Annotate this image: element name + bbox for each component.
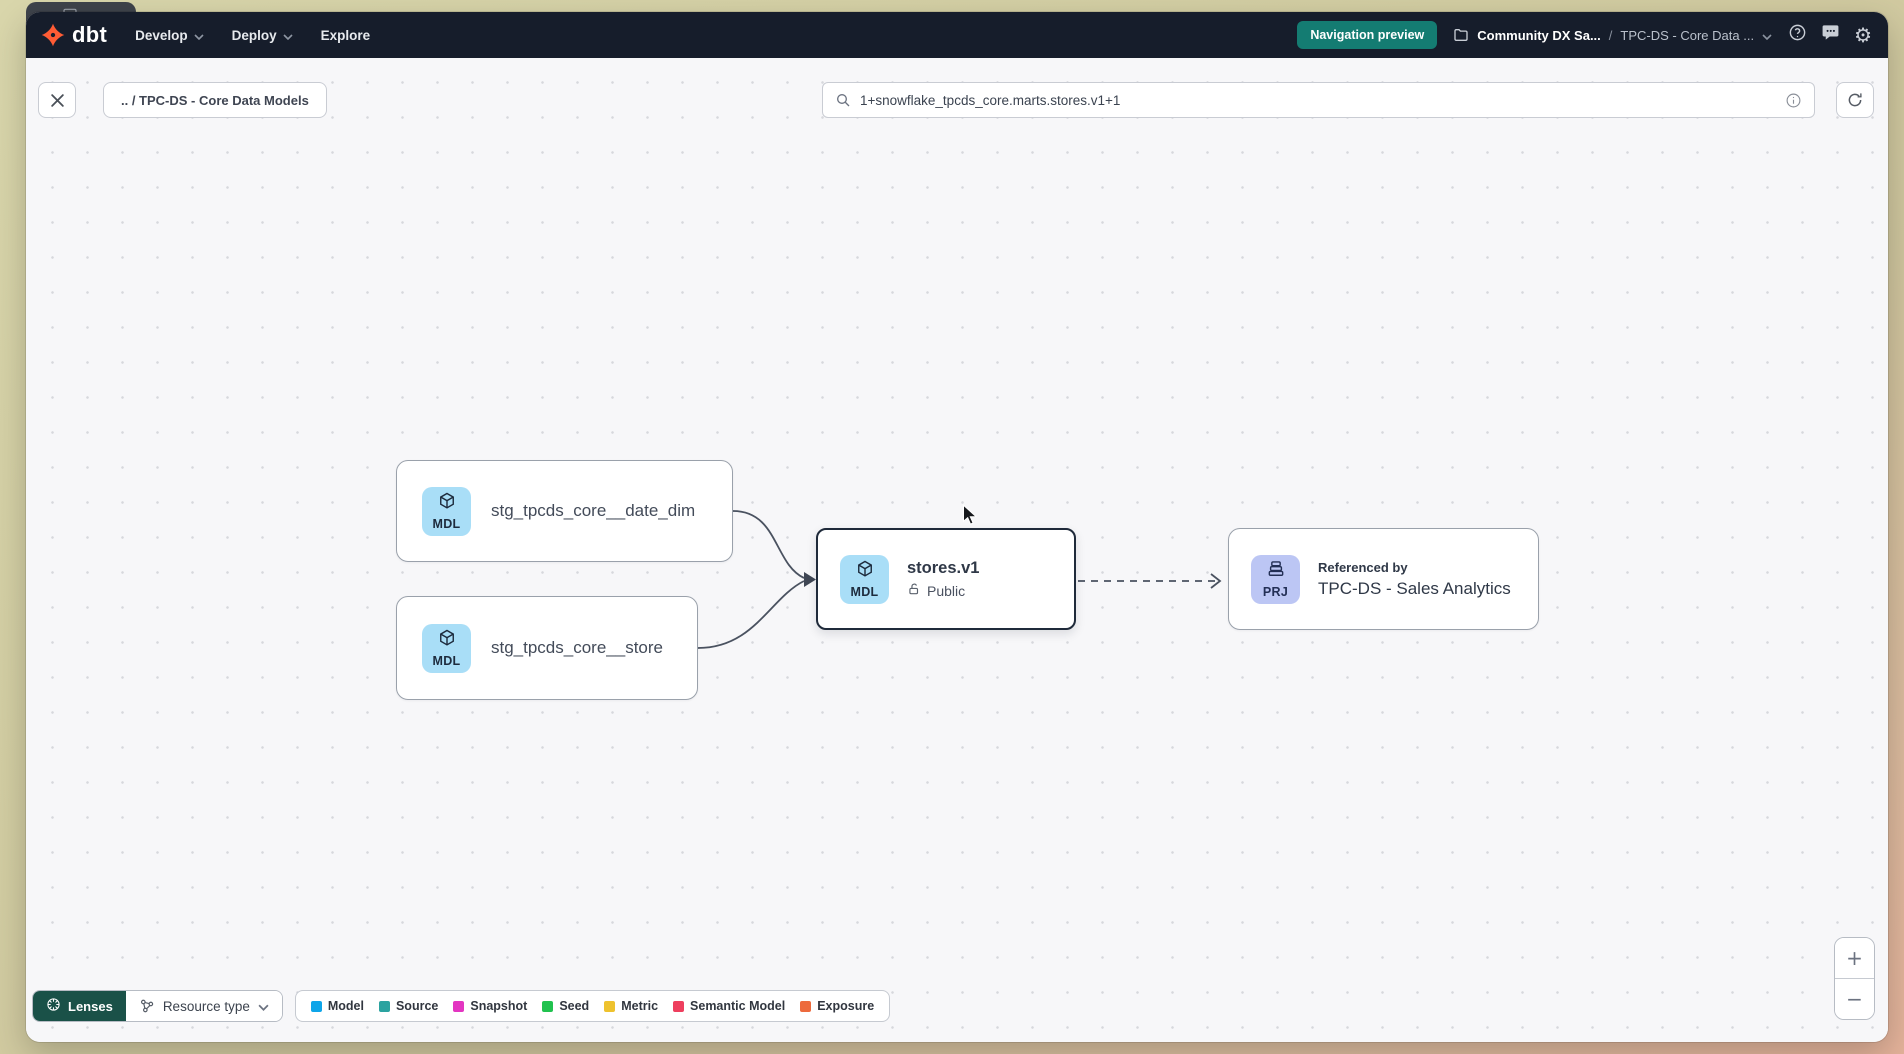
- feedback-icon[interactable]: [1821, 23, 1840, 47]
- dbt-wordmark: dbt: [72, 22, 108, 47]
- chevron-down-icon: [283, 28, 293, 43]
- refresh-icon: [1846, 91, 1864, 109]
- aperture-icon: [46, 997, 61, 1015]
- model-badge-label: MDL: [432, 517, 461, 531]
- legend-swatch: [542, 1000, 554, 1012]
- zoom-in-button[interactable]: +: [1835, 938, 1874, 978]
- referenced-by-label: Referenced by: [1318, 559, 1408, 575]
- node-stg-tpcds-core-date-dim[interactable]: MDL stg_tpcds_core__date_dim: [396, 460, 733, 562]
- nav-item-explore-label: Explore: [320, 27, 371, 43]
- top-navbar: dbt Develop Deploy Explore Navigation pr…: [26, 12, 1888, 58]
- legend-swatch: [604, 1000, 616, 1012]
- divider: [1835, 978, 1874, 979]
- dbt-logo-icon: [40, 22, 66, 48]
- node-label: stg_tpcds_core__date_dim: [491, 501, 696, 520]
- model-badge: MDL: [422, 623, 471, 673]
- nav-item-deploy[interactable]: Deploy: [232, 28, 293, 43]
- nav-item-develop[interactable]: Develop: [135, 28, 204, 43]
- refresh-lineage-button[interactable]: [1836, 82, 1874, 118]
- chevron-down-icon[interactable]: [1762, 28, 1772, 43]
- lenses-button[interactable]: Lenses: [33, 991, 126, 1021]
- nav-item-explore[interactable]: Explore: [321, 28, 371, 43]
- breadcrumb-separator: /: [1608, 27, 1613, 43]
- chevron-down-icon: [258, 999, 269, 1014]
- close-lineage-button[interactable]: [38, 82, 76, 118]
- node-title: stores.v1: [907, 559, 980, 577]
- folder-icon: [1453, 27, 1469, 43]
- resource-type-legend: Model Source Snapshot Seed Metric: [294, 990, 891, 1022]
- legend-label: Source: [395, 999, 439, 1013]
- help-icon[interactable]: [1788, 23, 1807, 47]
- chevron-down-icon: [194, 28, 204, 43]
- node-label: stg_tpcds_core__store: [491, 638, 663, 657]
- search-icon: [835, 92, 851, 108]
- lock-open-icon: [907, 582, 921, 599]
- app-window: dbt Develop Deploy Explore Navigation pr…: [26, 12, 1888, 1042]
- cube-icon: [437, 491, 457, 516]
- legend-label: Semantic Model: [690, 999, 786, 1013]
- zoom-out-button[interactable]: −: [1835, 979, 1874, 1019]
- legend-item-metric: Metric: [604, 999, 658, 1013]
- lineage-breadcrumb-chip[interactable]: .. / TPC-DS - Core Data Models: [103, 82, 327, 118]
- legend-item-snapshot: Snapshot: [453, 999, 527, 1013]
- lens-control-group: Lenses Resource type: [32, 990, 283, 1022]
- breadcrumb-project[interactable]: Community DX Sa...: [1477, 27, 1601, 43]
- model-badge-label: MDL: [850, 585, 879, 599]
- legend-label: Snapshot: [470, 999, 528, 1013]
- nav-item-deploy-label: Deploy: [231, 27, 277, 43]
- selector-search-input[interactable]: [860, 92, 1776, 108]
- info-icon[interactable]: [1785, 92, 1802, 109]
- legend-swatch: [453, 1000, 465, 1012]
- legend-swatch: [673, 1000, 685, 1012]
- legend-label: Model: [327, 999, 364, 1013]
- lineage-canvas[interactable]: MDL stg_tpcds_core__date_dim MDL stg_tpc…: [26, 58, 1888, 1042]
- node-tpcds-sales-analytics[interactable]: PRJ Referenced by TPC-DS - Sales Analyti…: [1228, 528, 1539, 630]
- settings-gear-icon[interactable]: ⚙: [1854, 23, 1872, 47]
- nav-item-develop-label: Develop: [135, 27, 188, 43]
- dbt-logo[interactable]: dbt: [40, 22, 107, 48]
- legend-swatch: [378, 1000, 390, 1012]
- legend-label: Metric: [621, 999, 659, 1013]
- legend-label: Seed: [559, 999, 590, 1013]
- close-icon: [50, 93, 65, 108]
- project-badge: PRJ: [1251, 554, 1300, 604]
- breadcrumb-current[interactable]: TPC-DS - Core Data ...: [1620, 27, 1755, 43]
- model-badge: MDL: [840, 554, 889, 604]
- project-badge-label: PRJ: [1262, 585, 1289, 599]
- breadcrumb[interactable]: Community DX Sa... / TPC-DS - Core Data …: [1453, 27, 1772, 43]
- navigation-preview-badge[interactable]: Navigation preview: [1297, 21, 1438, 49]
- access-label: Public: [927, 582, 966, 599]
- resource-type-dropdown[interactable]: Resource type: [125, 991, 282, 1021]
- resource-type-label: Resource type: [162, 998, 250, 1014]
- node-stg-tpcds-core-store[interactable]: MDL stg_tpcds_core__store: [396, 596, 698, 700]
- node-stores-v1[interactable]: MDL stores.v1 Public: [816, 528, 1076, 630]
- cube-icon: [855, 559, 875, 584]
- legend-swatch: [800, 1000, 812, 1012]
- legend-item-exposure: Exposure: [800, 999, 874, 1013]
- model-badge-label: MDL: [432, 654, 461, 668]
- legend-item-source: Source: [378, 999, 439, 1013]
- legend-item-semantic-model: Semantic Model: [673, 999, 785, 1013]
- project-stack-icon: [1266, 559, 1286, 584]
- resource-graph-icon: [139, 998, 155, 1014]
- model-badge: MDL: [422, 486, 471, 536]
- lenses-button-label: Lenses: [68, 998, 113, 1014]
- legend-label: Exposure: [817, 999, 875, 1013]
- zoom-control: + −: [1834, 937, 1875, 1020]
- legend-item-model: Model: [310, 999, 364, 1013]
- cube-icon: [437, 628, 457, 653]
- legend-item-seed: Seed: [542, 999, 589, 1013]
- node-title: TPC-DS - Sales Analytics: [1318, 578, 1511, 598]
- legend-swatch: [310, 1000, 322, 1012]
- lineage-search-bar: [822, 82, 1815, 118]
